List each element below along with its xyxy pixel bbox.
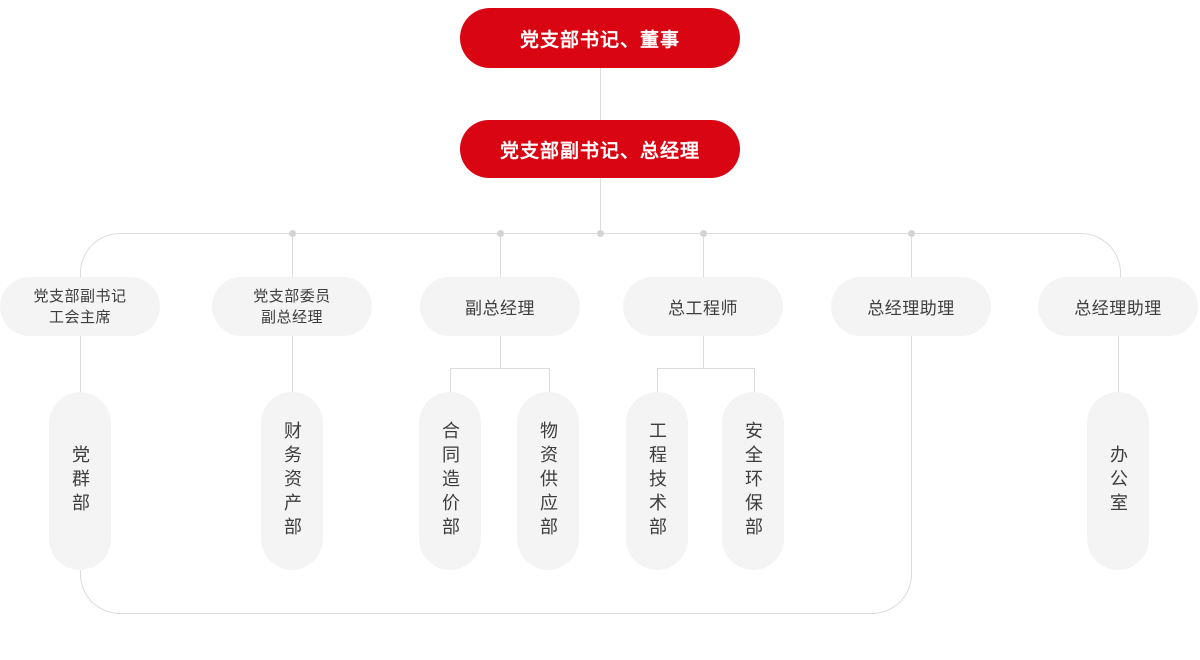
connector-bus-to-node5 bbox=[910, 233, 912, 277]
connector-bottom-loop-left bbox=[79, 570, 497, 614]
bus-junction-dot bbox=[496, 230, 504, 237]
node-label: 总工程师 bbox=[668, 299, 738, 318]
node-label: 总经理助理 bbox=[867, 299, 955, 318]
node-gm-assistant-2: 总经理助理 bbox=[1038, 277, 1198, 336]
connector-bus-to-node2 bbox=[291, 233, 293, 277]
node-party-secretary-director: 党支部书记、董事 bbox=[460, 8, 740, 68]
bus-junction-dot bbox=[596, 230, 604, 237]
node-label-line: 党支部委员 bbox=[253, 287, 331, 305]
dept-node-material-supply: 物资供应部 bbox=[517, 392, 579, 570]
node-label: 党支部书记、董事 bbox=[519, 29, 680, 51]
node-committee-member-deputy-gm: 党支部委员 副总经理 bbox=[212, 277, 372, 336]
connector-bottom-loop-right bbox=[495, 336, 912, 614]
node-label-line: 工会主席 bbox=[48, 308, 111, 326]
node-gm-assistant-1: 总经理助理 bbox=[831, 277, 991, 336]
connector-bus bbox=[79, 233, 1121, 278]
dept-label: 办公室 bbox=[1108, 445, 1128, 517]
connector-node2-to-dept bbox=[291, 336, 293, 392]
dept-label: 合同造价部 bbox=[440, 421, 460, 541]
dept-node-safety-environment: 安全环保部 bbox=[722, 392, 784, 570]
bus-junction-dot bbox=[699, 230, 707, 237]
dept-node-office: 办公室 bbox=[1087, 392, 1149, 570]
bus-junction-dot bbox=[288, 230, 296, 237]
split-node4-children bbox=[657, 368, 755, 393]
node-label-line: 副总经理 bbox=[260, 308, 323, 326]
node-label: 党支部副书记、总经理 bbox=[499, 140, 700, 162]
dept-node-contract-cost: 合同造价部 bbox=[419, 392, 481, 570]
dept-node-party-mass: 党群部 bbox=[49, 392, 111, 570]
connector-deputy-to-bus bbox=[599, 178, 601, 233]
connector-node6-to-dept bbox=[1117, 336, 1119, 392]
connector-root-to-deputy bbox=[599, 68, 601, 120]
dept-label: 党群部 bbox=[70, 445, 90, 517]
node-chief-engineer: 总工程师 bbox=[623, 277, 783, 336]
dept-label: 财务资产部 bbox=[282, 421, 302, 541]
node-label: 总经理助理 bbox=[1074, 299, 1162, 318]
node-deputy-secretary-general-manager: 党支部副书记、总经理 bbox=[460, 120, 740, 178]
bus-junction-dot bbox=[907, 230, 915, 237]
dept-label: 工程技术部 bbox=[647, 421, 667, 541]
dept-label: 物资供应部 bbox=[538, 421, 558, 541]
dept-label: 安全环保部 bbox=[743, 421, 763, 541]
node-label: 副总经理 bbox=[465, 299, 535, 318]
connector-node1-to-dept bbox=[79, 336, 81, 392]
node-deputy-secretary-union-chair: 党支部副书记 工会主席 bbox=[0, 277, 160, 336]
connector-bus-to-node3 bbox=[499, 233, 501, 277]
connector-bus-to-node4 bbox=[702, 233, 704, 277]
connector-node4-to-split bbox=[702, 336, 704, 368]
node-deputy-general-manager: 副总经理 bbox=[420, 277, 580, 336]
node-label-line: 党支部副书记 bbox=[33, 287, 127, 305]
dept-node-finance-assets: 财务资产部 bbox=[261, 392, 323, 570]
dept-node-engineering-tech: 工程技术部 bbox=[626, 392, 688, 570]
